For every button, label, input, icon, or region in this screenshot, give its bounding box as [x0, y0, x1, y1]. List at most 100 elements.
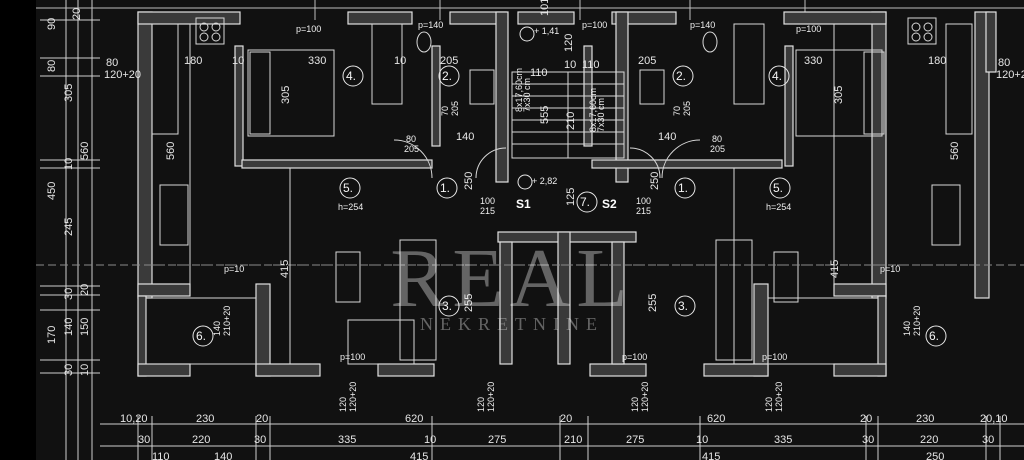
br2-11: 220: [920, 434, 938, 446]
br2-4: 10: [424, 434, 436, 446]
dim-20: 20: [79, 284, 91, 296]
dim-305: 305: [63, 84, 75, 102]
dim-255-l: 255: [463, 294, 475, 312]
interior-lines: [36, 17, 1024, 365]
watermark: REAL NEKRETNINE: [390, 232, 627, 334]
bw-5: 120+20: [640, 382, 650, 412]
dim-150: 150: [79, 318, 91, 336]
br3-2: 415: [410, 451, 428, 460]
label-20: 20: [71, 8, 83, 20]
br3-0: 110: [152, 451, 170, 460]
win-140-right: 140: [902, 321, 912, 336]
dim-330-r: 330: [804, 55, 822, 67]
label-elev-mid: + 2,82: [532, 176, 557, 186]
left-dimension-lines: [40, 0, 100, 460]
br3-4: 250: [926, 451, 944, 460]
height-left: h=254: [338, 202, 363, 212]
dim-255-r: 255: [647, 294, 659, 312]
dim-450: 450: [46, 182, 58, 200]
bw-2: 120: [476, 397, 486, 412]
dim-205d-l: 205: [404, 144, 419, 154]
room-2-left: 2.: [442, 69, 452, 83]
br1-6: 20: [860, 413, 872, 425]
br1-5: 620: [707, 413, 725, 425]
dim-205-r: 205: [638, 55, 656, 67]
dim-140-l: 140: [456, 131, 474, 143]
label-p100-b: p=100: [582, 20, 607, 30]
room-7: 7.: [580, 195, 590, 209]
room-labels: 4. 2. 2. 4. 1. 7. 1. 5. 5. h=254 h=254 S…: [196, 57, 1024, 362]
dim-125: 125: [565, 188, 577, 206]
room-2-right: 2.: [676, 69, 686, 83]
br1-3: 620: [405, 413, 423, 425]
dim-30: 30: [63, 288, 75, 300]
bw-1: 120+20: [348, 382, 358, 412]
dim-110b-c: 110: [582, 59, 600, 71]
dim-70-r: 70: [672, 106, 682, 116]
section-s1: S1: [516, 197, 531, 211]
room-number-circles: [192, 26, 947, 347]
br2-2: 30: [254, 434, 266, 446]
dim-245: 245: [63, 218, 75, 236]
p100-bottom-left: p=100: [340, 352, 365, 362]
room-3-right: 3.: [678, 299, 688, 313]
dim-305-r: 305: [833, 86, 845, 104]
bottom-dimension-row-2: 30 220 30 335 10 275 210 275 10 335 30 2…: [138, 434, 994, 446]
dim-250-r: 250: [649, 172, 661, 190]
label-p140-b: p=140: [690, 20, 715, 30]
stair-d: 7x30 cm: [596, 98, 606, 132]
dim-80-205-r: 80: [712, 134, 722, 144]
room-dimensions: 180 10 330 10 205 305 560 80 120+20 110 …: [104, 55, 961, 312]
dim-90: 90: [46, 18, 58, 30]
room-1-right: 1.: [678, 181, 688, 195]
dim-80: 80: [46, 60, 58, 72]
win-210-left: 210+20: [222, 306, 232, 336]
label-p100-a: p=100: [296, 24, 321, 34]
top-labels: p=100 p=140 p=100 p=140 p=100 + 1,41 + 2…: [71, 0, 821, 186]
dim-10-c: 10: [564, 59, 576, 71]
room-5-left: 5.: [343, 181, 353, 195]
bottom-window-labels: 120 120+20 120 120+20 120 120+20 120 120…: [338, 382, 784, 412]
dim-110-c: 110: [530, 67, 548, 79]
stair-a: 8x17,60cm: [514, 68, 524, 112]
left-dimension-texts: 90 80 305 10 450 245 30 20 140 150 170 3…: [46, 18, 91, 376]
dim-100-r: 100: [636, 196, 651, 206]
dim-70-l: 70: [440, 106, 450, 116]
room-5-right: 5.: [773, 181, 783, 195]
br2-8: 10: [696, 434, 708, 446]
bw-7: 120+20: [774, 382, 784, 412]
top-grid-lines: [36, 0, 1024, 20]
bw-4: 120: [630, 397, 640, 412]
room-6-right: 6.: [929, 329, 939, 343]
height-right: h=254: [766, 202, 791, 212]
dim-140-r: 140: [658, 131, 676, 143]
dim-215-l: 215: [480, 206, 495, 216]
dim-560: 560: [79, 142, 91, 160]
dim-10b-l: 10: [394, 55, 406, 67]
dim-560-l: 560: [165, 142, 177, 160]
bw-3: 120+20: [486, 382, 496, 412]
br1-2: 20: [256, 413, 268, 425]
br2-0: 30: [138, 434, 150, 446]
bw-0: 120: [338, 397, 348, 412]
room-1-left: 1.: [440, 181, 450, 195]
room-6-left: 6.: [196, 329, 206, 343]
br2-3: 335: [338, 434, 356, 446]
p100-bottom-right: p=100: [762, 352, 787, 362]
dim-330-l: 330: [308, 55, 326, 67]
br2-9: 335: [774, 434, 792, 446]
dim-205s-r: 205: [682, 101, 692, 116]
dim-120-l: 120+20: [104, 69, 141, 81]
dim-30b: 30: [63, 364, 75, 376]
br2-12: 30: [982, 434, 994, 446]
dim-80-205-l: 80: [406, 134, 416, 144]
dim-560-r: 560: [949, 142, 961, 160]
dim-415-r: 415: [829, 260, 841, 278]
dim-415-l: 415: [279, 260, 291, 278]
dim-80-l: 80: [106, 57, 118, 69]
bottom-dimension-lines: [100, 416, 1024, 460]
br3-3: 415: [702, 451, 720, 460]
dim-170: 170: [46, 326, 58, 344]
label-p140-a: p=140: [418, 20, 443, 30]
br1-7: 230: [916, 413, 934, 425]
